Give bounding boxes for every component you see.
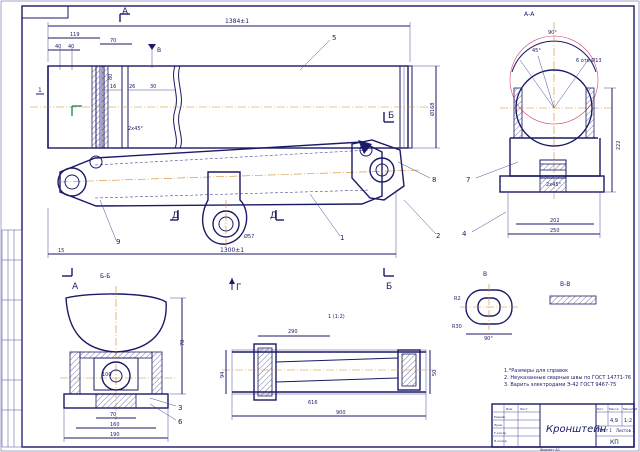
note-3: 3. Варить электродами Э-42 ГОСТ 9467-75 (504, 382, 616, 388)
svg-text:2x45°: 2x45° (546, 182, 562, 188)
tb-scale: 1:2 (624, 418, 632, 424)
drawing-title: Кронштейн (546, 424, 607, 435)
tb-col-1: Масса (609, 407, 619, 411)
v-dim-90: 90° (484, 336, 493, 342)
dim-80: 80 (108, 74, 114, 80)
bb-dim-78: 78 (180, 340, 186, 346)
dim-119: 119 (70, 32, 80, 38)
section-aa-label: А-А (524, 11, 535, 18)
bb-dim-70: 70 (110, 412, 116, 418)
leader-6: 6 (178, 418, 183, 426)
leader-1: 1 (340, 234, 344, 242)
dim-angle-45: 2x45° (128, 126, 144, 132)
aa-dim-250: 250 (550, 228, 560, 234)
leader-3: 3 (178, 404, 182, 412)
g-dim-900: 900 (336, 410, 346, 416)
tb-sheet: Лист 1 (598, 428, 612, 433)
format-label: Формат А1 (540, 448, 560, 452)
view-label-v: В (157, 47, 161, 54)
cut-label-d-right: Д (270, 211, 277, 221)
view-v-label: В (483, 271, 487, 278)
dim-26: 26 (129, 84, 135, 90)
cut-label-a-top: А (122, 7, 129, 17)
v-dim-r2: R2 (454, 296, 461, 302)
tb-row-0: Изм. (506, 407, 513, 411)
section-vv-label: В-В (560, 281, 570, 288)
leader-8: 8 (432, 176, 436, 184)
bb-dim-190: 190 (110, 432, 120, 438)
title-block: Разраб. Пров. Т.контр. Н.контр. Изм. Лис… (491, 403, 637, 452)
section-b-b: Б-Б 78 100 70 160 190 3 6 (60, 273, 186, 442)
tb-stamp: КП (610, 439, 619, 446)
svg-text:50: 50 (432, 370, 438, 376)
leader-9: 9 (116, 238, 120, 246)
note-1: 1.*Размеры для справок (504, 368, 568, 374)
view-v: В R2 R30 90° В-В (452, 271, 597, 342)
dim-16: 16 (110, 84, 116, 90)
dim-30: 30 (150, 84, 156, 90)
section-bb-label: Б-Б (100, 273, 110, 280)
aa-dim-45: 45° (532, 48, 541, 54)
tb-role-1: Пров. (494, 423, 503, 427)
dim-diam-57: Ø57 (244, 233, 254, 240)
tb-col-0: Лит. (597, 407, 604, 411)
tb-col-2: Масштаб (623, 407, 637, 411)
section-a-a: А-А 90° 45° 6 отв Ø13 2x45° 222 202 250 (462, 11, 622, 238)
dim-40-a: 40 (55, 44, 61, 50)
g-dim-616: 616 (308, 400, 318, 406)
v-dim-r30: R30 (452, 324, 462, 330)
tb-row-1: Лист (520, 407, 528, 411)
cut-label-d-left: Д (172, 211, 179, 221)
tb-role-2: Т.контр. (493, 431, 507, 435)
cut-label-a-bottom: А (72, 282, 79, 292)
note-2: 2. Неуказанные сварные швы по ГОСТ 14771… (504, 375, 631, 381)
leader-2: 2 (436, 232, 440, 240)
cut-label-b-bottom: Б (386, 282, 392, 292)
g-scale-label: 1 (1:2) (328, 314, 345, 320)
dim-bottom-total: 1300±1 (220, 247, 244, 254)
dim-15: 15 (58, 248, 64, 254)
dim-total-top: 1384±1 (225, 18, 249, 25)
technical-notes: 1.*Размеры для справок 2. Неуказанные св… (504, 368, 631, 388)
bb-dim-160: 160 (110, 422, 120, 428)
tb-role-3: Н.контр. (494, 439, 507, 443)
tb-mass: 4,9 (610, 418, 618, 424)
view-g: 1 (1:2) 290 94 50 616 900 (220, 314, 438, 420)
tb-sheets: Листов 1 (616, 428, 635, 433)
view-label-g: Г (236, 283, 242, 293)
leader-7: 7 (466, 176, 470, 184)
dim-70: 70 (110, 38, 116, 44)
dim-diam-168: Ø168 (429, 103, 436, 116)
g-dim-290: 290 (288, 329, 298, 335)
svg-text:1: 1 (38, 87, 42, 94)
cut-label-b-top: Б (388, 111, 394, 121)
tb-role-0: Разраб. (494, 415, 506, 419)
dim-40-b: 40 (68, 44, 74, 50)
bb-dim-100: 100 (102, 372, 112, 378)
main-view: А А 1384±1 119 70 40 40 В (30, 7, 440, 293)
aa-dim-202: 202 (550, 218, 560, 224)
aa-dim-222: 222 (616, 140, 622, 150)
leader-5: 5 (332, 34, 336, 42)
aa-dim-holes: 6 отв Ø13 (576, 57, 602, 64)
leader-4: 4 (462, 230, 467, 238)
aa-dim-90: 90° (548, 30, 557, 36)
g-dim-94: 94 (220, 372, 226, 378)
